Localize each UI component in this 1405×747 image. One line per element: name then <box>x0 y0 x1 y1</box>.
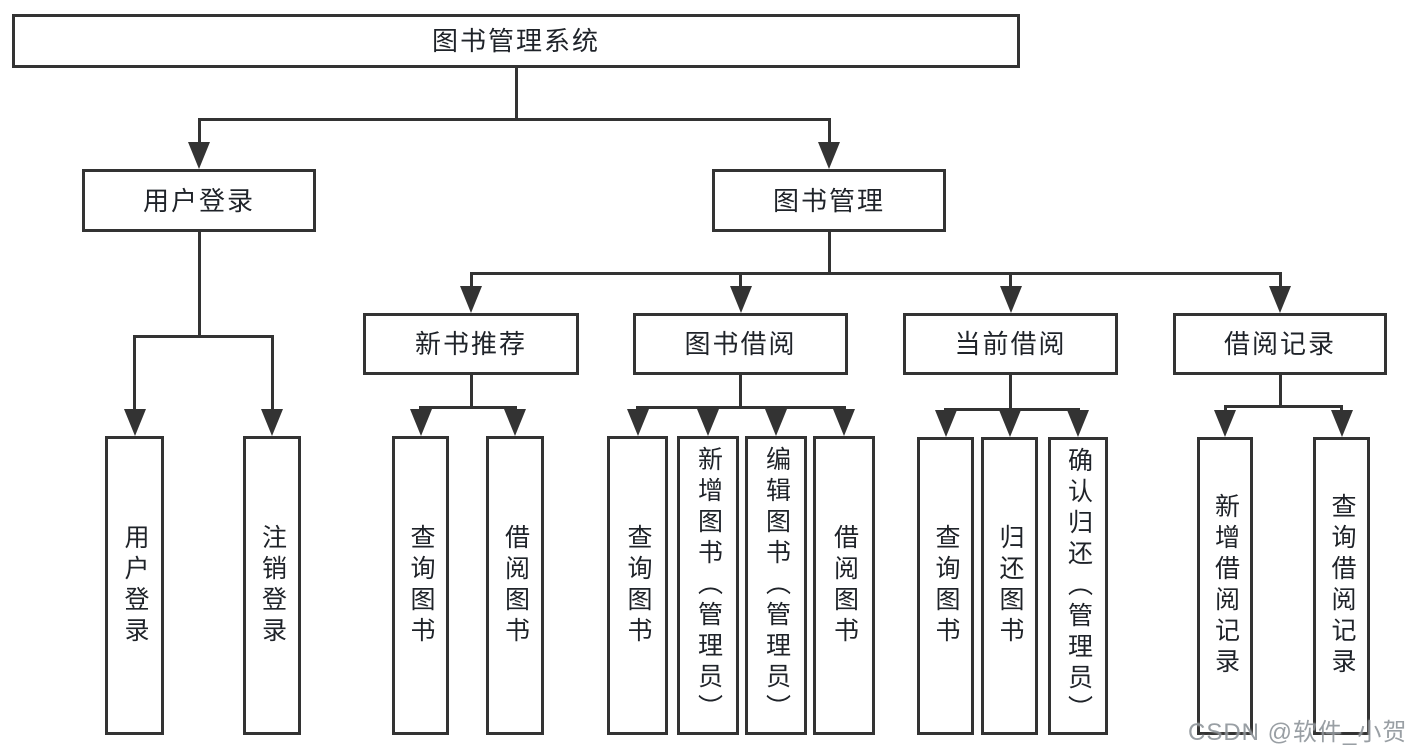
node-query-books-recommend: 查询图书 <box>392 436 449 735</box>
arrow-down-icon <box>833 409 855 436</box>
connector-line <box>739 272 742 293</box>
node-label: 借阅图书 <box>501 523 530 648</box>
connector-line <box>469 272 473 293</box>
arrow-down-icon <box>1214 410 1236 437</box>
node-confirm-return-admin: 确认归还（管理员） <box>1048 437 1108 735</box>
connector-line <box>197 118 201 149</box>
node-label: 编辑图书（管理员） <box>762 446 791 725</box>
node-label: 新增图书（管理员） <box>694 446 723 725</box>
connector-line <box>739 375 742 409</box>
connector-line <box>514 68 518 121</box>
arrow-down-icon <box>818 142 840 169</box>
node-label: 注销登录 <box>258 523 287 648</box>
arrow-down-icon <box>729 286 752 313</box>
node-label: 查询借阅记录 <box>1328 493 1356 679</box>
arrow-down-icon <box>765 409 787 436</box>
node-label: 图书借阅 <box>684 329 797 359</box>
node-label: 当前借阅 <box>954 329 1067 359</box>
arrow-down-icon <box>626 409 649 436</box>
node-label: 查询图书 <box>932 524 960 648</box>
connector-line <box>636 406 846 409</box>
connector-line <box>827 232 831 275</box>
node-current-borrowing: 当前借阅 <box>903 313 1118 375</box>
connector-line <box>197 118 831 121</box>
node-label: 用户登录 <box>142 185 255 216</box>
connector-line <box>1278 272 1282 293</box>
node-label: 图书管理 <box>772 185 885 216</box>
connector-line <box>1009 375 1012 411</box>
node-borrow-books-op: 借阅图书 <box>813 436 875 735</box>
connector-line <box>133 335 136 416</box>
arrow-down-icon <box>999 286 1022 313</box>
node-logout-op: 注销登录 <box>243 436 301 735</box>
node-label: 查询图书 <box>407 523 435 648</box>
node-book-borrowing: 图书借阅 <box>633 313 848 375</box>
node-add-books-admin: 新增图书（管理员） <box>677 436 739 735</box>
connector-line <box>944 408 1080 411</box>
node-label: 用户登录 <box>121 523 149 648</box>
node-label: 借阅图书 <box>830 523 859 648</box>
connector-line <box>469 375 473 409</box>
connector-line <box>197 232 201 338</box>
watermark: CSDN @软件_小贺同学 <box>1188 719 1405 746</box>
node-query-books-current: 查询图书 <box>917 437 974 735</box>
node-label: 确认归还（管理员） <box>1064 446 1093 726</box>
node-label: 归还图书 <box>996 524 1024 648</box>
arrow-down-icon <box>697 409 719 436</box>
node-user-login: 用户登录 <box>82 169 316 232</box>
node-user-login-op: 用户登录 <box>105 436 164 735</box>
arrow-down-icon <box>123 409 146 436</box>
arrow-down-icon <box>1067 410 1089 437</box>
node-add-borrow-record: 新增借阅记录 <box>1197 437 1253 735</box>
arrow-down-icon <box>261 409 283 436</box>
node-new-book-recommend: 新书推荐 <box>363 313 579 375</box>
node-label: 新增借阅记录 <box>1211 493 1240 679</box>
node-book-management: 图书管理 <box>712 169 946 232</box>
node-library-system: 图书管理系统 <box>12 14 1020 68</box>
arrow-down-icon <box>460 286 482 313</box>
node-borrowing-records: 借阅记录 <box>1173 313 1387 375</box>
node-label: 新书推荐 <box>414 329 527 359</box>
arrow-down-icon <box>504 409 526 436</box>
arrow-down-icon <box>934 410 957 437</box>
node-query-borrow-record: 查询借阅记录 <box>1313 437 1370 735</box>
connector-line <box>1278 375 1282 408</box>
node-return-books: 归还图书 <box>981 437 1038 735</box>
connector-line <box>419 406 517 409</box>
arrow-down-icon <box>409 409 432 436</box>
arrow-down-icon <box>998 410 1021 437</box>
node-borrow-books-recommend: 借阅图书 <box>486 436 544 735</box>
connector-line <box>469 272 1282 275</box>
node-label: 图书管理系统 <box>431 26 600 56</box>
node-label: 查询图书 <box>624 523 652 648</box>
connector-line <box>1009 272 1012 293</box>
node-query-books-borrowing: 查询图书 <box>607 436 668 735</box>
connector-line <box>270 335 274 416</box>
arrow-down-icon <box>1330 410 1353 437</box>
arrow-down-icon <box>188 142 210 169</box>
arrow-down-icon <box>1269 286 1291 313</box>
connector-line <box>827 118 831 149</box>
node-edit-books-admin: 编辑图书（管理员） <box>745 436 807 735</box>
connector-line <box>1223 405 1343 408</box>
node-label: 借阅记录 <box>1223 329 1336 359</box>
connector-line <box>133 335 274 338</box>
